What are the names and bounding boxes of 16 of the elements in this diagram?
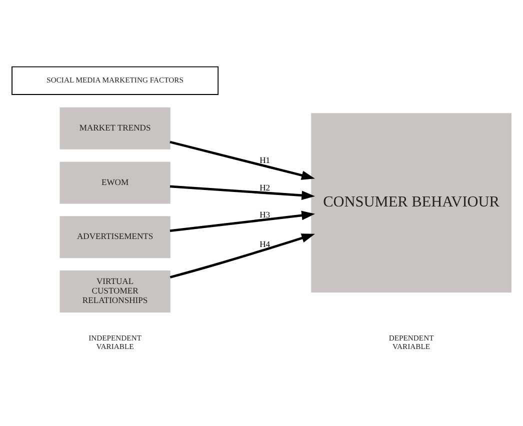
arrow <box>170 184 316 200</box>
node-box: VIRTUAL CUSTOMER RELATIONSHIPS <box>60 270 170 312</box>
node-box: EWOM <box>60 161 170 204</box>
edge-label: H2 <box>260 182 270 192</box>
node-box: ADVERTISEMENTS <box>60 216 170 258</box>
label: DEPENDENT VARIABLE <box>388 333 434 351</box>
node-box: CONSUMER BEHAVIOUR <box>311 112 512 292</box>
label: INDEPENDENT VARIABLE <box>88 333 142 351</box>
node-box: MARKET TRENDS <box>60 106 170 149</box>
edge-label: H1 <box>260 154 270 164</box>
edge-label: H4 <box>260 238 270 248</box>
arrow <box>170 210 316 232</box>
edge-label: H3 <box>260 208 270 219</box>
arrow <box>170 140 315 180</box>
node-box: SOCIAL MEDIA MARKETING FACTORS <box>12 66 219 94</box>
arrow <box>170 233 315 278</box>
